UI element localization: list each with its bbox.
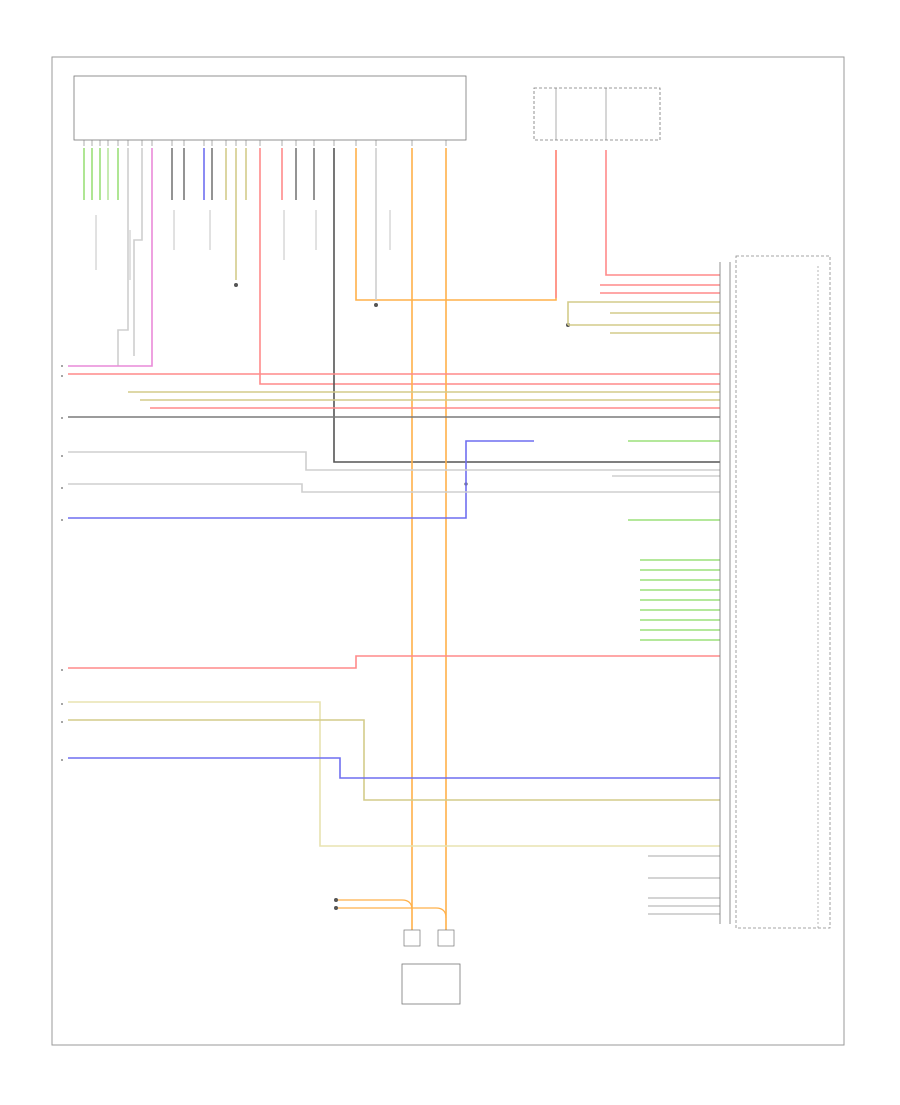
gray-bundle <box>648 855 720 915</box>
horizontal-wires <box>68 284 720 847</box>
top-module <box>73 75 467 146</box>
wire-code-marks <box>95 210 391 280</box>
bottom-module <box>334 898 461 1005</box>
top-vertical-wires <box>68 148 720 900</box>
diagram-frame <box>51 56 845 1046</box>
top-right-module <box>533 87 661 141</box>
green-bundle <box>640 559 720 641</box>
right-module <box>719 255 831 929</box>
left-pin-marks <box>61 365 63 761</box>
